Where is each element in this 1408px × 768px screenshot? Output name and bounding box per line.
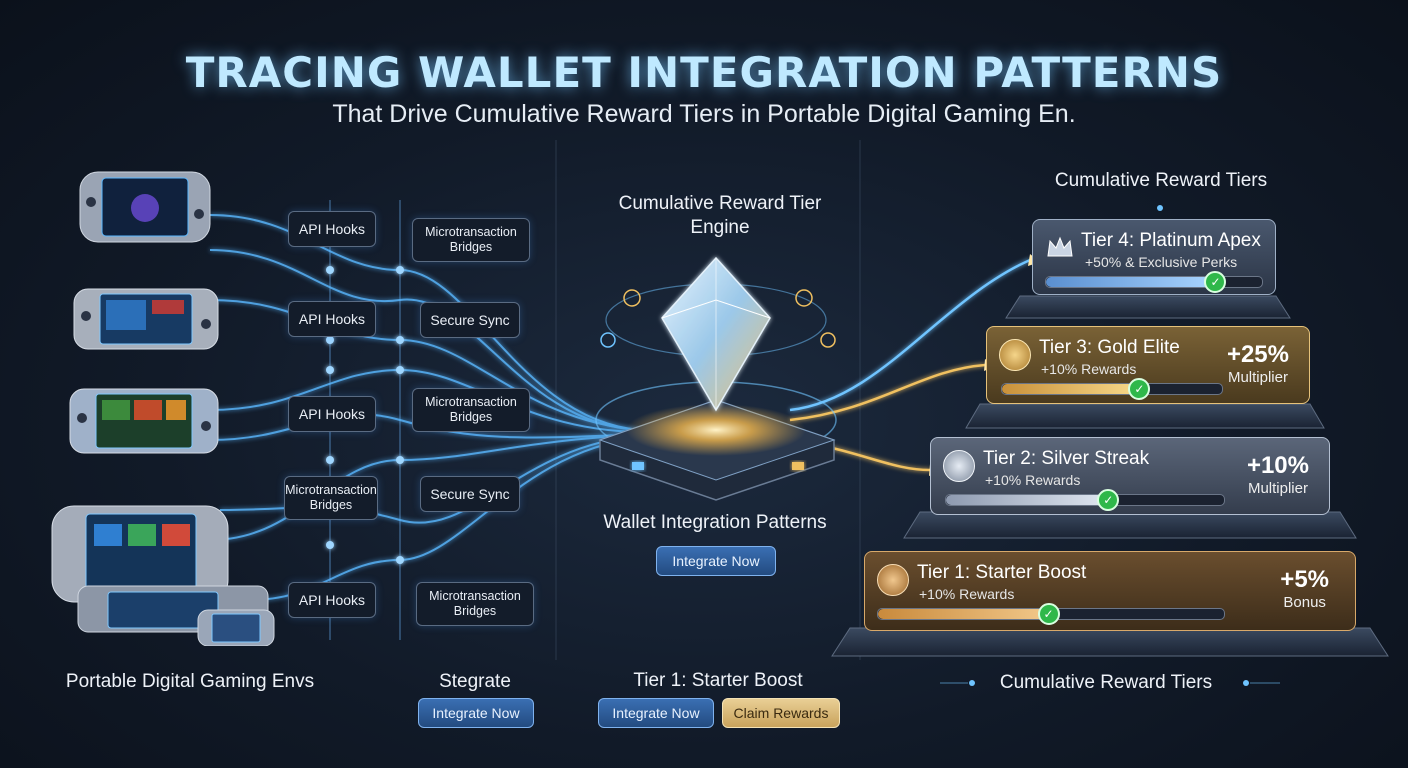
check-icon: ✓ xyxy=(1097,489,1120,511)
api-hooks-chip[interactable]: API Hooks xyxy=(288,396,376,432)
tier-title: Tier 4: Platinum Apex xyxy=(1081,230,1261,251)
tier-subtitle: +10% Rewards xyxy=(919,586,1015,602)
tier-subtitle: +10% Rewards xyxy=(985,472,1081,488)
bronze-medal-icon xyxy=(877,564,909,596)
crown-icon xyxy=(1047,236,1073,257)
tier-card-bronze[interactable]: Tier 1: Starter Boost +10% Rewards +5%Bo… xyxy=(864,551,1356,631)
tiers-bottom-label: Cumulative Reward Tiers xyxy=(999,672,1213,693)
starter-integrate-now-button[interactable]: Integrate Now xyxy=(598,698,714,728)
tier-title: Tier 3: Gold Elite xyxy=(1039,337,1180,358)
tier-multiplier-value: +10% xyxy=(1246,452,1309,479)
tier-multiplier-label: Multiplier xyxy=(1227,369,1288,386)
tier-card-gold[interactable]: Tier 3: Gold Elite +10% Rewards +25%Mult… xyxy=(986,326,1310,404)
tier-title: Tier 2: Silver Streak xyxy=(983,448,1150,469)
page-subtitle: That Drive Cumulative Reward Tiers in Po… xyxy=(332,100,1076,128)
tier-progress-bar: ✓ xyxy=(945,489,1225,511)
api-hooks-chip[interactable]: API Hooks xyxy=(288,582,376,618)
check-icon: ✓ xyxy=(1128,378,1151,400)
tier-subtitle: +50% & Exclusive Perks xyxy=(1085,254,1238,270)
gold-medal-icon xyxy=(999,339,1031,371)
api-hooks-chip[interactable]: API Hooks xyxy=(288,301,376,337)
tier-subtitle: +10% Rewards xyxy=(1041,361,1137,377)
tier-multiplier-value: +25% xyxy=(1226,341,1289,368)
tier-progress-bar: ✓ xyxy=(1045,271,1263,293)
handheld-console-icon xyxy=(73,288,219,350)
api-hooks-chip[interactable]: API Hooks xyxy=(288,211,376,247)
claim-rewards-button[interactable]: Claim Rewards xyxy=(722,698,840,728)
tiers-heading: Cumulative Reward Tiers xyxy=(1054,170,1268,191)
secure-sync-chip[interactable]: Secure Sync xyxy=(420,302,520,338)
microtransaction-bridges-chip[interactable]: Microtransaction Bridges xyxy=(416,582,534,626)
starter-boost-label: Tier 1: Starter Boost xyxy=(633,670,803,691)
tier-multiplier-label: Multiplier xyxy=(1247,480,1308,497)
tier-title: Tier 1: Starter Boost xyxy=(917,562,1087,583)
tier-multiplier-value: +5% xyxy=(1280,566,1329,593)
stegrate-label: Stegrate xyxy=(439,671,511,692)
devices-label: Portable Digital Gaming Envs xyxy=(65,671,315,692)
microtransaction-bridges-chip[interactable]: Microtransaction Bridges xyxy=(284,476,378,520)
page-title: TRACING WALLET INTEGRATION PATTERNS xyxy=(185,48,1223,97)
tier-card-silver[interactable]: Tier 2: Silver Streak +10% Rewards +10%M… xyxy=(930,437,1330,515)
handheld-console-stack-icon xyxy=(51,505,275,646)
tier-card-platinum[interactable]: Tier 4: Platinum Apex +50% & Exclusive P… xyxy=(1032,219,1276,295)
handheld-console-icon xyxy=(69,388,219,454)
handheld-console-icon xyxy=(79,171,211,243)
microtransaction-bridges-chip[interactable]: Microtransaction Bridges xyxy=(412,218,530,262)
silver-medal-icon xyxy=(943,450,975,482)
check-icon: ✓ xyxy=(1037,603,1060,625)
tier-progress-bar: ✓ xyxy=(877,603,1225,625)
stegrate-integrate-now-button[interactable]: Integrate Now xyxy=(418,698,534,728)
tier-multiplier-label: Bonus xyxy=(1283,594,1326,611)
engine-title: Cumulative Reward Tier Engine xyxy=(618,193,822,238)
engine-integrate-now-button[interactable]: Integrate Now xyxy=(656,546,776,576)
engine-caption: Wallet Integration Patterns xyxy=(603,512,827,533)
tier-progress-bar: ✓ xyxy=(1001,378,1223,400)
secure-sync-chip[interactable]: Secure Sync xyxy=(420,476,520,512)
microtransaction-bridges-chip[interactable]: Microtransaction Bridges xyxy=(412,388,530,432)
check-icon: ✓ xyxy=(1204,271,1227,293)
